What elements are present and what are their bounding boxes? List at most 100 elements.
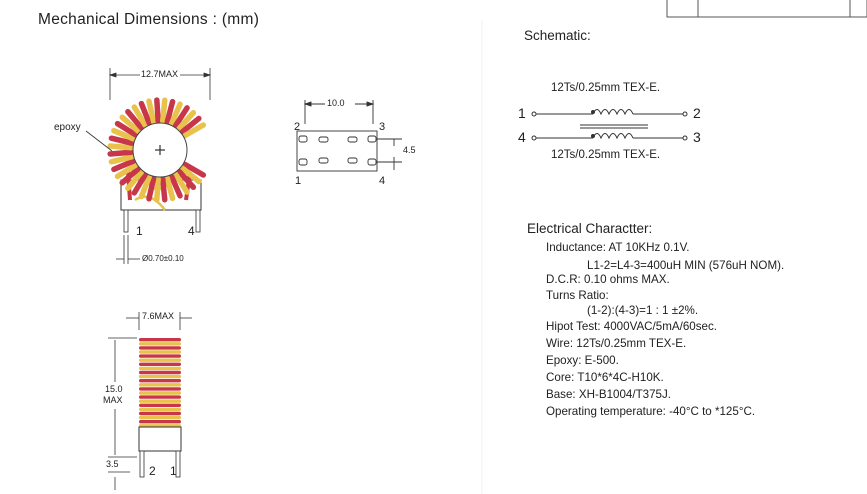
schematic-title: Schematic:	[524, 28, 591, 43]
side-turn	[139, 395, 181, 399]
title-block-fragment	[666, 0, 867, 18]
toroid-turn	[176, 168, 197, 191]
spec-operating-temperature: Operating temperature: -40°C to *125°C.	[546, 405, 756, 418]
electrical-title: Electrical Charactter:	[527, 221, 653, 236]
footprint-pin-2-label: 2	[294, 121, 301, 133]
toroid-winding-turns	[107, 97, 207, 203]
toroid-width-dimension	[108, 68, 212, 100]
toroid-turn	[111, 127, 137, 142]
toroid-turn	[107, 149, 134, 157]
toroid-turn	[119, 114, 141, 134]
toroid-turn	[182, 122, 207, 139]
side-turn	[139, 366, 181, 371]
spec-inductance: Inductance: AT 10KHz 0.1V.	[546, 241, 690, 254]
side-turn	[139, 383, 181, 387]
spec-wire: Wire: 12Ts/0.25mm TEX-E.	[546, 337, 687, 350]
schematic-pin-2: 2	[693, 105, 701, 121]
side-turn	[139, 387, 181, 391]
toroid-turn	[138, 174, 152, 200]
footprint-pin-1-label: 1	[295, 175, 302, 187]
toroid-turn	[146, 98, 157, 125]
toroid-turn	[172, 105, 190, 129]
side-height-unit: MAX	[103, 395, 123, 405]
pin-diameter-label: Ø0.70±0.10	[142, 254, 184, 263]
side-winding-turns	[139, 338, 181, 428]
side-turn	[139, 420, 181, 424]
toroid-width-label: 12.7MAX	[141, 69, 179, 79]
side-base	[138, 426, 182, 452]
side-view	[108, 312, 192, 490]
toroid-turn	[154, 97, 161, 124]
side-turn	[139, 379, 181, 383]
footprint-pin-3-label: 3	[379, 121, 386, 133]
side-pins	[139, 450, 181, 478]
toroid-turn	[125, 169, 145, 192]
toroid-pin-4-label: 4	[188, 224, 195, 238]
side-turn	[139, 342, 181, 346]
toroid-turn	[111, 158, 137, 173]
schematic-pin-3: 3	[693, 129, 701, 145]
toroid-turn	[168, 101, 183, 127]
center-cross-icon	[155, 145, 165, 155]
toroid-turn	[172, 171, 190, 195]
toroid-turn	[108, 135, 135, 146]
side-turn	[139, 354, 181, 358]
side-turn	[139, 370, 181, 375]
side-width-label: 7.6MAX	[142, 311, 175, 321]
spec-core: Core: T10*6*4C-H10K.	[546, 371, 664, 384]
side-turn	[139, 407, 181, 412]
footprint-spacing-label: 10.0	[327, 98, 345, 108]
top-winding-label: 12Ts/0.25mm TEX-E.	[551, 82, 661, 94]
toroid-turn	[131, 104, 148, 128]
toroid-turn	[160, 97, 168, 124]
side-turn	[139, 399, 181, 403]
bottom-winding-label: 12Ts/0.25mm TEX-E.	[551, 149, 661, 161]
spec-turns-ratio-value: (1-2):(4-3)=1 : 1 ±2%.	[587, 304, 699, 317]
toroid-turn	[154, 176, 161, 203]
footprint-height-label: 4.5	[403, 145, 416, 155]
toroid-turn	[114, 162, 139, 180]
epoxy-label: epoxy	[54, 122, 81, 133]
toroid-turn	[125, 108, 145, 131]
toroid-turn	[182, 161, 207, 178]
toroid-pin-1-label: 1	[136, 224, 143, 238]
toroid-turn	[119, 166, 141, 186]
toroid-turn	[164, 175, 176, 202]
mechanical-dimensions-title: Mechanical Dimensions : (mm)	[38, 11, 260, 28]
spec-turns-ratio-label: Turns Ratio:	[546, 289, 609, 302]
side-turn	[139, 346, 181, 350]
unit-label: (mm)	[221, 11, 260, 28]
title-separator: :	[212, 11, 218, 28]
side-turn	[139, 415, 181, 420]
spec-base: Base: XH-B1004/T375J.	[546, 388, 672, 401]
spec-hipot: Hipot Test: 4000VAC/5mA/60sec.	[546, 320, 717, 333]
schematic-diagram	[531, 109, 688, 141]
side-turn	[139, 374, 181, 379]
side-turn	[139, 350, 181, 354]
toroid-turn	[176, 109, 197, 132]
toroid-turn	[131, 172, 148, 196]
toroid-turn	[138, 100, 152, 126]
side-pin-2-label: 2	[149, 464, 156, 478]
side-turn	[139, 362, 181, 366]
schematic-pin-1: 1	[518, 105, 526, 121]
toroid-turn	[108, 154, 135, 165]
spec-inductance-value: L1-2=L4-3=400uH MIN (576uH NOM).	[587, 259, 785, 272]
pin-diameter-dimension	[116, 235, 140, 264]
side-turn	[139, 411, 181, 416]
toroid-top-view	[85, 68, 212, 264]
side-turn	[139, 338, 181, 342]
side-pin-1-label: 1	[170, 464, 177, 478]
side-height-value: 15.0	[105, 384, 123, 394]
epoxy-leader	[85, 130, 113, 152]
toroid-turn	[168, 173, 183, 199]
footprint-pin-4-label: 4	[379, 175, 386, 187]
toroid-pins	[123, 209, 201, 233]
toroid-turn	[107, 143, 134, 151]
toroid-turn	[179, 165, 202, 185]
toroid-turn	[164, 98, 176, 125]
side-turn	[139, 358, 181, 362]
spec-dcr: D.C.R: 0.10 ohms MAX.	[546, 273, 670, 286]
spec-epoxy: Epoxy: E-500.	[546, 354, 619, 367]
